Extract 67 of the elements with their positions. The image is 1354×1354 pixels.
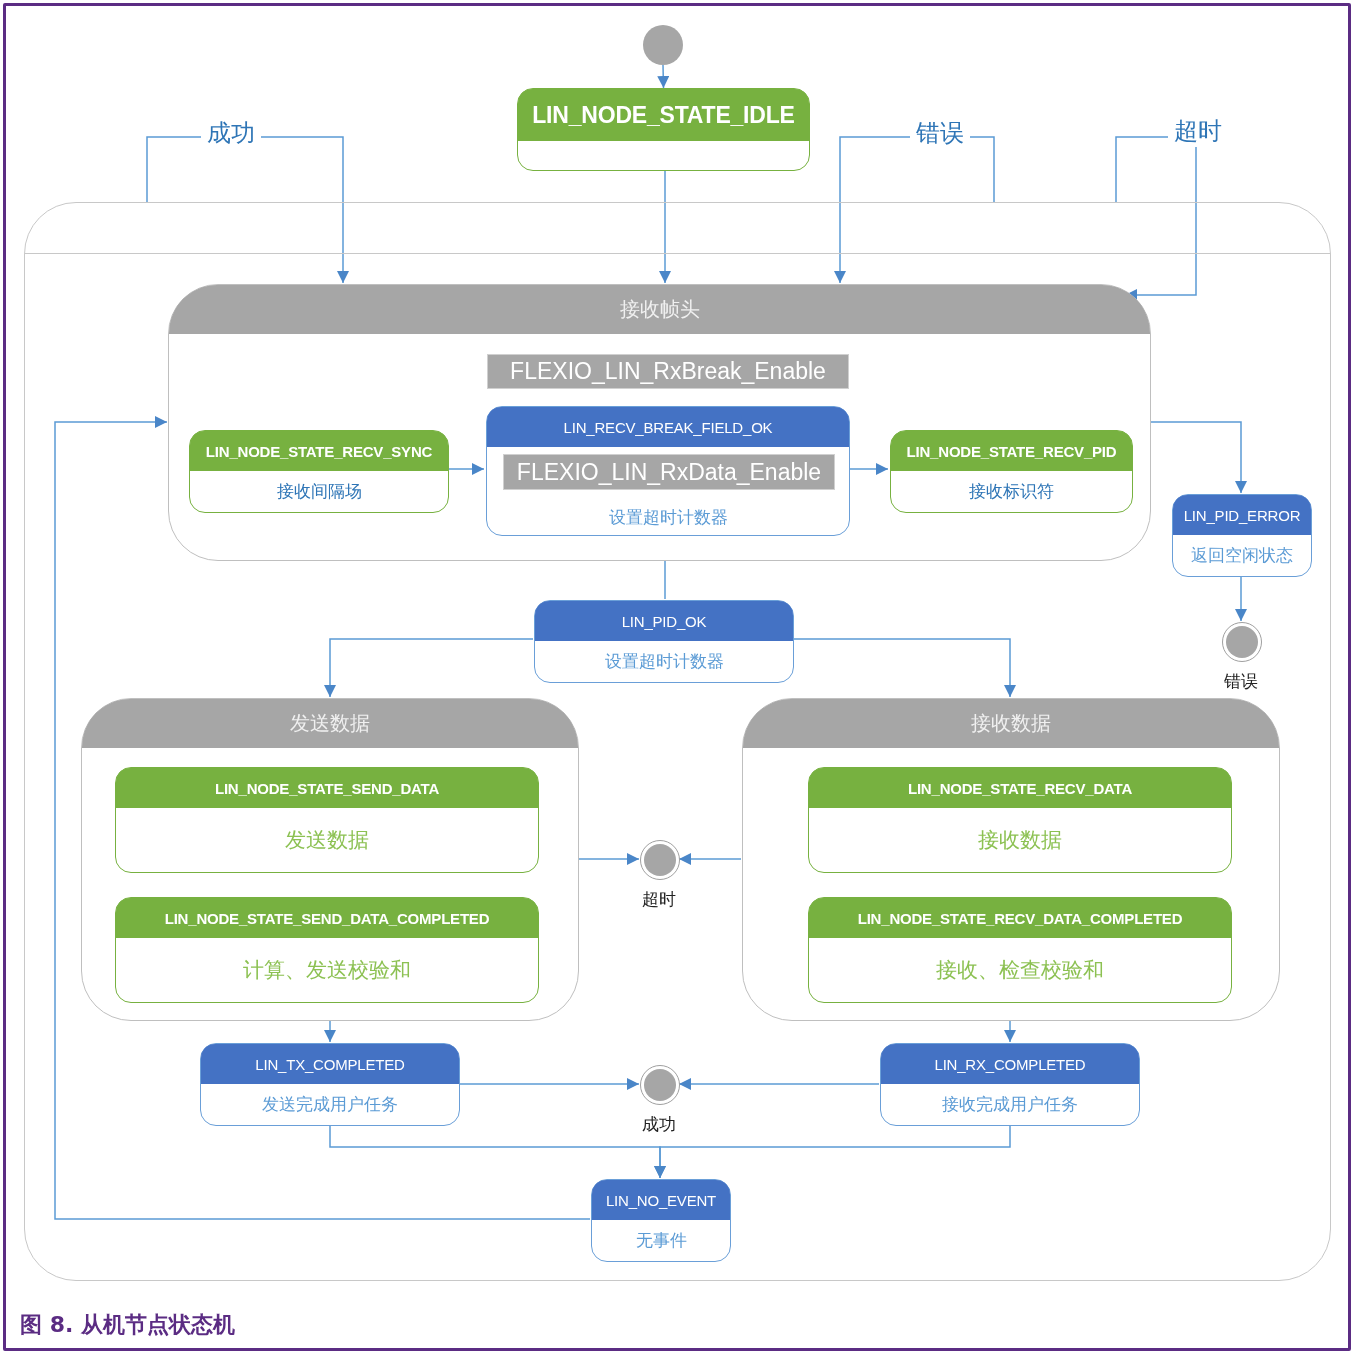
composite-state-frame: [24, 202, 1331, 1281]
state-header: LIN_NODE_STATE_RECV_PID: [891, 431, 1132, 471]
transition-arrow: [324, 638, 534, 698]
state-action: 接收完成用户任务: [942, 1093, 1078, 1116]
state-caption: 成功: [642, 1113, 676, 1136]
composite-header: 接收帧头: [169, 285, 1150, 334]
state-action: 计算、发送校验和: [243, 957, 411, 984]
state-action: 接收间隔场: [276, 480, 362, 503]
state-action: 无事件: [635, 1229, 687, 1252]
state-header: LIN_NODE_STATE_SEND_DATA_COMPLETED: [116, 898, 538, 938]
transition-arrow: [678, 1078, 880, 1090]
state-action: 设置超时计数器: [608, 505, 728, 529]
state-header: LIN_RX_COMPLETED: [881, 1044, 1139, 1084]
state-box: [890, 430, 1133, 513]
state-action: 接收数据: [978, 827, 1062, 854]
state-box: [1172, 494, 1312, 577]
function-label: FLEXIO_LIN_RxData_Enable: [503, 454, 835, 490]
state-box: [486, 406, 850, 536]
state-box: [880, 1043, 1140, 1126]
transition-arrow: [654, 1124, 1011, 1179]
transition-arrow: [458, 1078, 640, 1090]
state-box: [517, 88, 810, 171]
state-caption: 超时: [642, 888, 676, 911]
state-header: LIN_NODE_STATE_SEND_DATA: [116, 768, 538, 808]
state-action: 返回空闲状态: [1191, 544, 1293, 567]
composite-header: 发送数据: [82, 699, 578, 748]
state-box: [115, 767, 539, 873]
state-action: 发送数据: [285, 827, 369, 854]
state-box: [534, 600, 794, 683]
state-box: [189, 430, 449, 513]
transition-arrow: [1235, 575, 1247, 622]
state-header: LIN_NODE_STATE_IDLE: [518, 89, 809, 141]
state-action: 接收标识符: [969, 480, 1054, 503]
state-box: [808, 767, 1232, 873]
initial-state: [643, 25, 683, 65]
transition-arrow: [657, 64, 670, 89]
composite-state: [742, 698, 1280, 1021]
transition-arrow: [1115, 136, 1197, 301]
state-header: LIN_PID_ERROR: [1173, 495, 1311, 535]
state-caption: 错误: [1224, 670, 1258, 693]
composite-header: 接收数据: [743, 699, 1279, 748]
transition-arrow: [324, 1019, 336, 1043]
function-label: FLEXIO_LIN_RxBreak_Enable: [487, 354, 849, 389]
state-header: LIN_NO_EVENT: [592, 1180, 730, 1220]
state-header: LIN_PID_OK: [535, 601, 793, 641]
state-header: LIN_NODE_STATE_RECV_SYNC: [190, 431, 448, 471]
state-box: [591, 1179, 731, 1262]
state-box: [808, 897, 1232, 1003]
state-header: LIN_NODE_STATE_RECV_DATA_COMPLETED: [809, 898, 1231, 938]
state-header: LIN_NODE_STATE_RECV_DATA: [809, 768, 1231, 808]
state-header: LIN_RECV_BREAK_FIELD_OK: [487, 407, 849, 447]
transition-arrow: [659, 170, 671, 284]
figure-caption: 图 8. 从机节点状态机: [20, 1311, 235, 1339]
transition-arrow: [1004, 1019, 1016, 1043]
state-action: 发送完成用户任务: [262, 1093, 398, 1116]
transition-arrow: [792, 638, 1016, 698]
transition-arrow: [1149, 421, 1247, 494]
state-action: 设置超时计数器: [604, 650, 724, 673]
transition-arrow: [54, 416, 591, 1220]
composite-state: [81, 698, 579, 1021]
state-box: [115, 897, 539, 1003]
transition-arrow: [678, 853, 742, 865]
composite-state: [168, 284, 1151, 561]
state-header: LIN_TX_COMPLETED: [201, 1044, 459, 1084]
state-box: [200, 1043, 460, 1126]
state-action: 接收、检查校验和: [936, 957, 1104, 984]
transition-arrow: [577, 853, 640, 865]
